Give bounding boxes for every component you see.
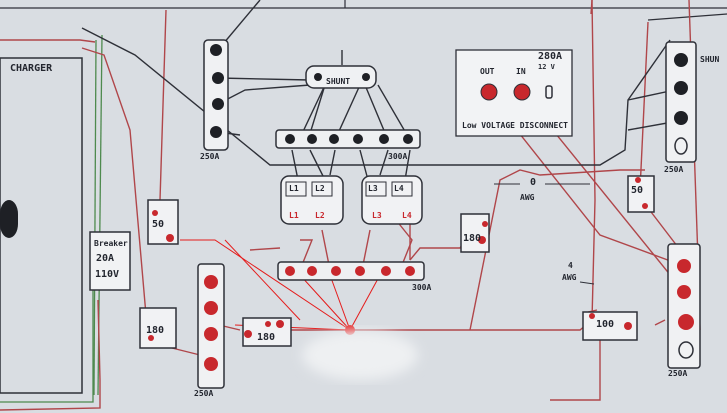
frame-lines [0,0,727,21]
shunt [305,65,377,89]
low-voltage-disconnect [455,49,573,137]
shunt-label: SHUNT [326,77,351,86]
battery-right [361,175,423,225]
fuse-50-right [627,175,655,213]
fuse-180-mid [460,213,490,253]
fuse-180-bottom-label: 180 [257,332,276,343]
charger [0,57,83,394]
fuse-180-left-label: 180 [146,325,165,336]
bus-250-right-top-label: 250A [664,165,684,174]
awg-0-value: 0 [530,177,537,188]
battery-left-r1: L1 [289,211,299,220]
bus-250-left [203,39,229,151]
bus-300-top-label: 300A [388,152,408,161]
charger-label: CHARGER [10,63,53,74]
bus-250-right-bottom [667,243,701,369]
disconnect-voltage: 12 V [538,63,555,71]
fuse-50-left-label: 50 [152,219,165,230]
battery-right-l4: L4 [394,184,404,193]
breaker [89,231,131,291]
bus-250-right-top [665,41,697,163]
disconnect-rating: 280A [538,51,563,62]
battery-right-r4: L4 [402,211,412,220]
battery-right-l3: L3 [368,184,378,193]
disconnect-out-label: OUT [480,67,495,76]
breaker-label-2: 20A [96,253,115,264]
bus-250-left-label: 250A [200,152,220,161]
bus-250-bottom [197,263,225,389]
fuse-100-label: 100 [596,319,615,330]
breaker-label-3: 110V [95,269,120,280]
fuse-50-right-label: 50 [631,185,644,196]
blurred-patch [302,330,418,380]
fuse-180-bottom [242,317,292,347]
battery-left-l2: L2 [315,184,325,193]
fuse-180-left [139,307,177,349]
fuse-180-mid-label: 180 [463,233,482,244]
bus-250-bottom-label: 250A [194,389,214,398]
fuse-100 [582,311,638,341]
shunt-right-label: SHUN [700,55,720,64]
bus-300-top [275,129,421,149]
disconnect-name: Low VOLTAGE DISCONNECT [462,121,568,130]
awg-4-unit: AWG [562,273,577,282]
fuse-50-left [147,199,179,245]
awg-0-unit: AWG [520,193,535,202]
battery-left-l1: L1 [289,184,299,193]
battery-left [280,175,344,225]
highlight-lines [180,239,381,331]
breaker-label-1: Breaker [94,239,128,248]
battery-left-r2: L2 [315,211,325,220]
awg-markers [494,183,595,285]
awg-4-value: 4 [568,261,573,270]
bus-250-right-bottom-label: 250A [668,369,688,378]
bus-300-bottom [277,261,425,281]
battery-right-r3: L3 [372,211,382,220]
bus-300-bottom-label: 300A [412,283,432,292]
disconnect-in-label: IN [516,67,526,76]
